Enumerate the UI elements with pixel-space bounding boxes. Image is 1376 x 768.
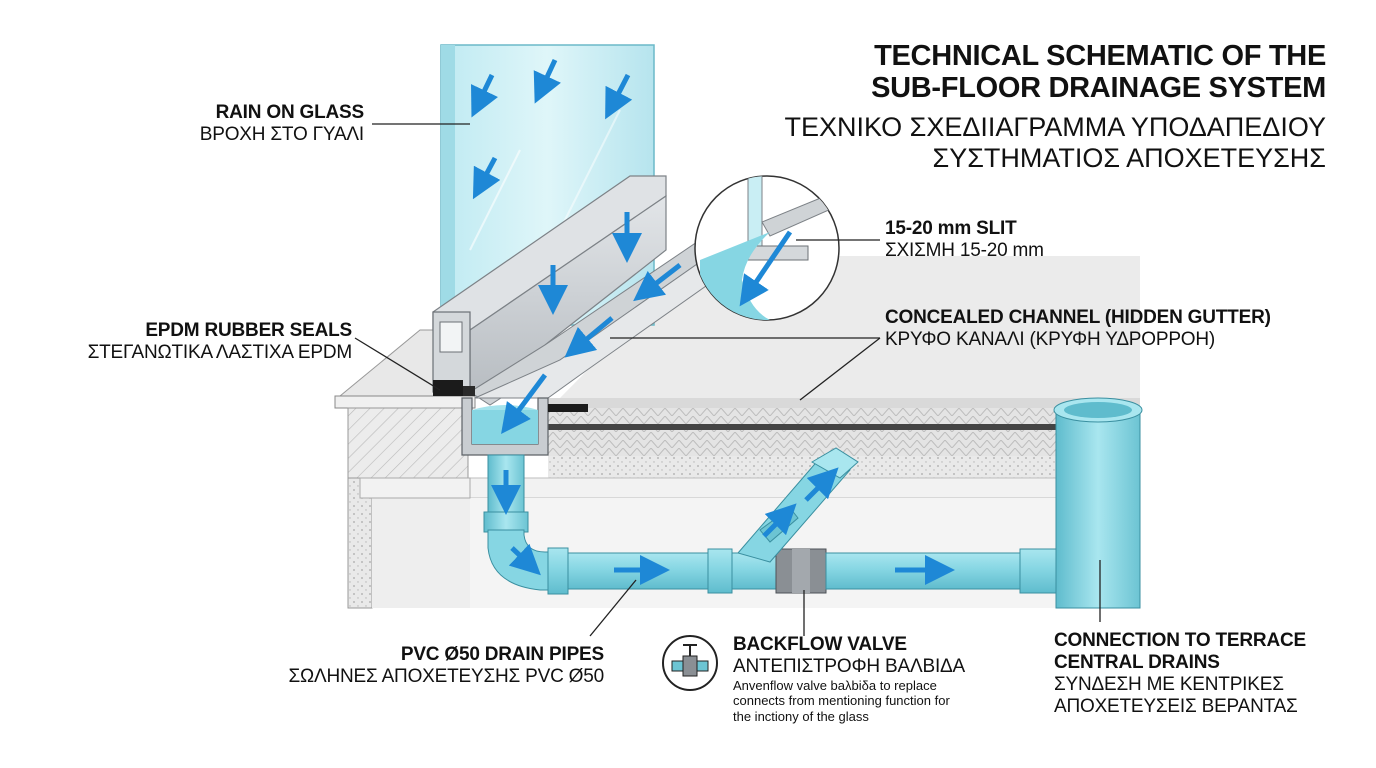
label-connection-en: CONNECTION TO TERRACE CENTRAL DRAINS xyxy=(1054,630,1306,673)
label-seals-en: EPDM RUBBER SEALS xyxy=(145,320,352,341)
title-greek: ΤΕΧΝΙΚΟ ΣΧΕΔΙΙΑΓΡΑΜΜΑ ΥΠΟΔΑΠΕΔΙΟΥ ΣΥΣΤΗΜ… xyxy=(784,112,1326,174)
label-slit-gr: ΣΧΙΣΜΗ 15-20 mm xyxy=(885,239,1044,261)
label-rain-gr: ΒΡΟΧΗ ΣΤΟ ΓΥΑΛΙ xyxy=(199,123,364,145)
label-connection-gr: ΣΥΝΔΕΣΗ ΜΕ ΚΕΝΤΡΙΚΕΣ ΑΠΟΧΕΤΕΥΣΕΙΣ ΒΕΡΑΝΤ… xyxy=(1054,673,1298,717)
rain-flow-arrows xyxy=(471,58,682,435)
label-valve-en: BACKFLOW VALVE xyxy=(733,634,907,655)
label-channel-gr: ΚΡΥΦΟ ΚΑΝΑΛΙ (ΚΡΥΦΗ ΥΔΡΟΡΡΟΗ) xyxy=(885,328,1216,350)
label-valve-note: Anvenflow valve baλbiδa to replace conne… xyxy=(733,677,950,724)
pipe-flow-arrows xyxy=(491,467,955,585)
label-rain: RAIN ON GLASS ΒΡΟΧΗ ΣΤΟ ΓΥΑΛΙ xyxy=(200,102,364,146)
label-seals-gr: ΣΤΕΓΑΝΩΤΙΚΑ ΛΑΣΤΙΧΑ EPDM xyxy=(87,341,353,363)
slit-detail-circle xyxy=(694,175,840,321)
label-seals: EPDM RUBBER SEALS ΣΤΕΓΑΝΩΤΙΚΑ ΛΑΣΤΙΧΑ EP… xyxy=(87,320,353,364)
valve-icon xyxy=(662,635,718,691)
label-connection: CONNECTION TO TERRACE CENTRAL DRAINS ΣΥΝ… xyxy=(1054,630,1306,717)
central-drain-riser xyxy=(1053,397,1143,609)
label-slit-en: 15-20 mm SLIT xyxy=(885,218,1017,239)
label-rain-en: RAIN ON GLASS xyxy=(215,102,365,123)
label-channel-en: CONCEALED CHANNEL (HIDDEN GUTTER) xyxy=(885,307,1271,328)
label-pipes: PVC Ø50 DRAIN PIPES ΣΩΛΗΝΕΣ ΑΠΟΧΕΤΕΥΣΗΣ … xyxy=(288,644,604,688)
leader-lines xyxy=(354,123,1101,637)
label-pipes-en: PVC Ø50 DRAIN PIPES xyxy=(400,644,604,665)
title-english: TECHNICAL SCHEMATIC OF THE SUB-FLOOR DRA… xyxy=(871,40,1326,105)
label-valve: BACKFLOW VALVE ΑΝΤΕΠΙΣΤΡΟΦΗ ΒΑΛΒΙΔΑ Anve… xyxy=(733,634,965,724)
label-slit: 15-20 mm SLIT ΣΧΙΣΜΗ 15-20 mm xyxy=(885,218,1044,262)
label-channel: CONCEALED CHANNEL (HIDDEN GUTTER) ΚΡΥΦΟ … xyxy=(885,307,1271,351)
label-pipes-gr: ΣΩΛΗΝΕΣ ΑΠΟΧΕΤΕΥΣΗΣ PVC Ø50 xyxy=(288,665,604,687)
label-valve-gr: ΑΝΤΕΠΙΣΤΡΟΦΗ ΒΑΛΒΙΔΑ xyxy=(733,655,965,677)
